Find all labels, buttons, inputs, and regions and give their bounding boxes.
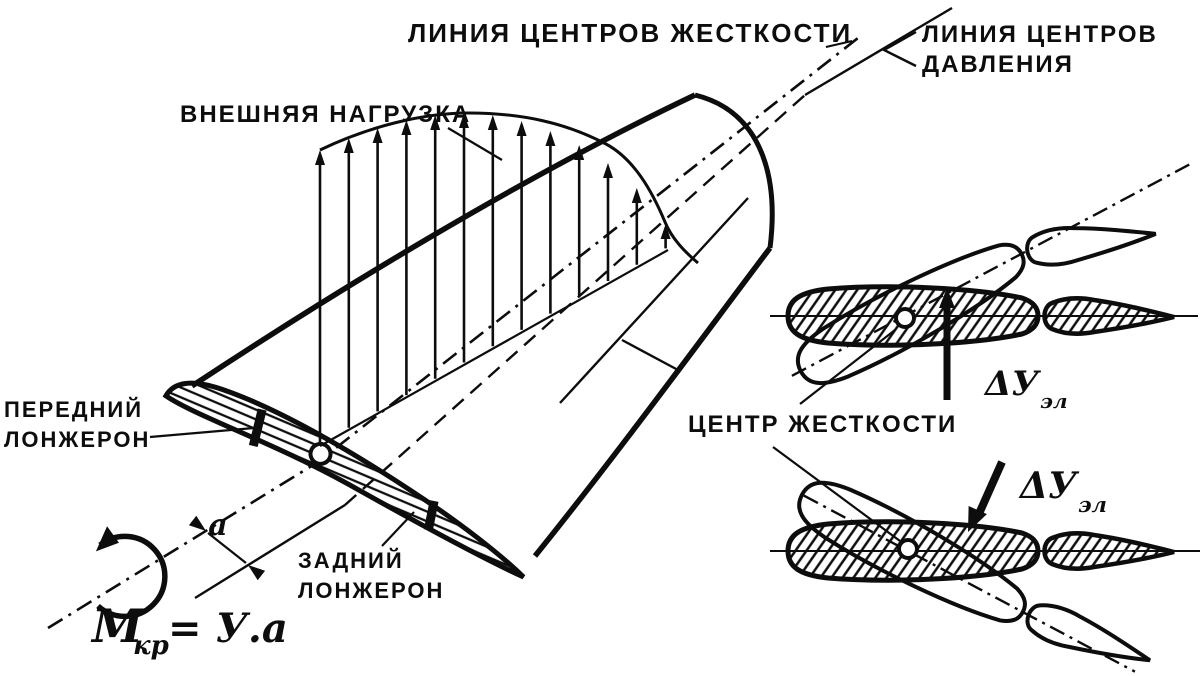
stiffness-center-marker — [894, 307, 916, 329]
ghost-aileron-contour — [1025, 603, 1152, 663]
ghost-twisted-section — [797, 480, 1152, 673]
aileron-force-subscript: эл — [1078, 492, 1107, 517]
pressure-line-label-1: ЛИНИЯ ЦЕНТРОВ — [922, 21, 1158, 48]
moment-symbol: М — [90, 599, 145, 653]
stiffness-center-label: ЦЕНТР ЖЕСТКОСТИ — [688, 411, 957, 438]
load-arrowhead-icon — [574, 145, 585, 160]
ghost-aileron-deflected-up — [1025, 603, 1152, 663]
front-spar-label-2: ЛОНЖЕРОН — [4, 427, 150, 452]
ghost-airfoil-body — [795, 242, 1026, 385]
load-arrowhead-icon — [459, 113, 469, 128]
rear-spar-leader — [381, 511, 415, 547]
aileron-force-label: ΔУ — [1018, 465, 1080, 507]
force-arrowhead-icon — [968, 506, 987, 532]
load-arrowhead-icon — [516, 121, 527, 136]
force-arrowhead-icon — [939, 288, 955, 308]
external-load-label: ВНЕШНЯЯ НАГРУЗКА — [180, 101, 471, 128]
load-arrowhead-icon — [631, 188, 642, 203]
rear-spar-label-1: ЗАДНИЙ — [298, 548, 404, 573]
trailing-edge — [532, 246, 773, 558]
aileron-force-up-arrow — [939, 288, 955, 400]
stiffness-line-label: ЛИНИЯ ЦЕНТРОВ ЖЕСТКОСТИ — [408, 18, 852, 48]
front-spar-label-1: ПЕРЕДНИЙ — [4, 397, 143, 422]
section-aileron-up: ΔУ эл — [770, 460, 1200, 673]
pressure-centers-line — [194, 6, 953, 600]
front-spar-label: ПЕРЕДНИЙ ЛОНЖЕРОН — [4, 397, 255, 452]
pressure-label-leader — [881, 30, 917, 68]
moment-arc — [96, 533, 168, 620]
aileron — [1042, 531, 1175, 571]
aileron — [1042, 296, 1175, 336]
torsion-moment-formula: М кр = У.а — [90, 599, 288, 661]
external-load-leader — [447, 127, 503, 161]
ghost-twisted-section — [791, 162, 1192, 385]
load-arrowhead-icon — [487, 115, 498, 130]
dimension-a: а — [188, 508, 266, 581]
front-spar-mark — [248, 408, 267, 448]
pressure-line-label: ЛИНИЯ ЦЕНТРОВ ДАВЛЕНИЯ — [881, 21, 1158, 78]
arm-dimension-label: а — [208, 508, 227, 543]
dimension-arrowhead-icon — [248, 565, 266, 581]
moment-arrowhead-icon — [95, 526, 119, 552]
dimension-line — [207, 532, 247, 564]
rear-spar-label-2: ЛОНЖЕРОН — [298, 578, 444, 603]
aileron-force-label: ΔУ — [983, 364, 1041, 404]
ghost-aileron-deflected-down — [1025, 226, 1157, 267]
pressure-line-label-2: ДАВЛЕНИЯ — [922, 51, 1074, 78]
pressure-line-on-wing — [344, 94, 806, 506]
rear-spar-surface-line — [559, 197, 749, 404]
wing-tip-curve — [694, 92, 775, 249]
load-arrowhead-icon — [430, 115, 441, 130]
ghost-chord-line — [803, 494, 1136, 673]
leading-edge — [190, 92, 697, 389]
leader-to-upper-section — [799, 329, 896, 405]
load-arrowhead-icon — [372, 128, 383, 143]
pressure-line-exit — [804, 6, 953, 97]
torsion-moment-arrow — [95, 526, 168, 620]
pressure-line-lower-stub — [194, 503, 346, 600]
load-base-line — [319, 249, 669, 447]
dimension-arrowhead-icon — [188, 515, 206, 531]
section-aileron-down: ΔУ эл — [770, 162, 1198, 413]
ghost-chord-line — [791, 162, 1192, 377]
wing-outline — [190, 92, 775, 558]
front-spar-leader — [149, 426, 255, 439]
moment-expression: = У.а — [168, 605, 288, 652]
leader-to-lower-section — [772, 446, 901, 542]
root-airfoil-section — [162, 380, 526, 580]
rear-spar-label: ЗАДНИЙ ЛОНЖЕРОН — [298, 511, 444, 603]
rear-spar-mark — [423, 500, 439, 531]
ghost-airfoil-body — [797, 480, 1027, 623]
load-arrowhead-icon — [660, 224, 671, 239]
moment-subscript: кр — [133, 631, 169, 661]
aileron-force-subscript: эл — [1040, 389, 1068, 413]
stiffness-center-marker — [897, 538, 919, 560]
stiffness-line-leader — [825, 40, 853, 48]
load-arrowhead-icon — [343, 138, 354, 153]
load-arrowhead-icon — [401, 120, 412, 135]
rib-tick — [621, 338, 679, 372]
force-arrow-shaft — [974, 460, 1006, 518]
aileron-force-down-arrow — [968, 460, 1006, 532]
stiffness-center-label-group: ЦЕНТР ЖЕСТКОСТИ — [688, 329, 957, 542]
load-envelope-curve — [319, 111, 699, 265]
wing-perspective-drawing: а М кр = У.а ЛИНИЯ ЦЕНТРОВ ЖЕСТКОСТИ ЛИН… — [4, 6, 1158, 661]
load-arrowhead-icon — [545, 131, 556, 146]
load-arrowhead-icon — [315, 150, 325, 165]
ghost-aileron-contour — [1025, 226, 1157, 267]
load-arrows — [315, 113, 671, 444]
load-arrowhead-icon — [603, 163, 613, 178]
